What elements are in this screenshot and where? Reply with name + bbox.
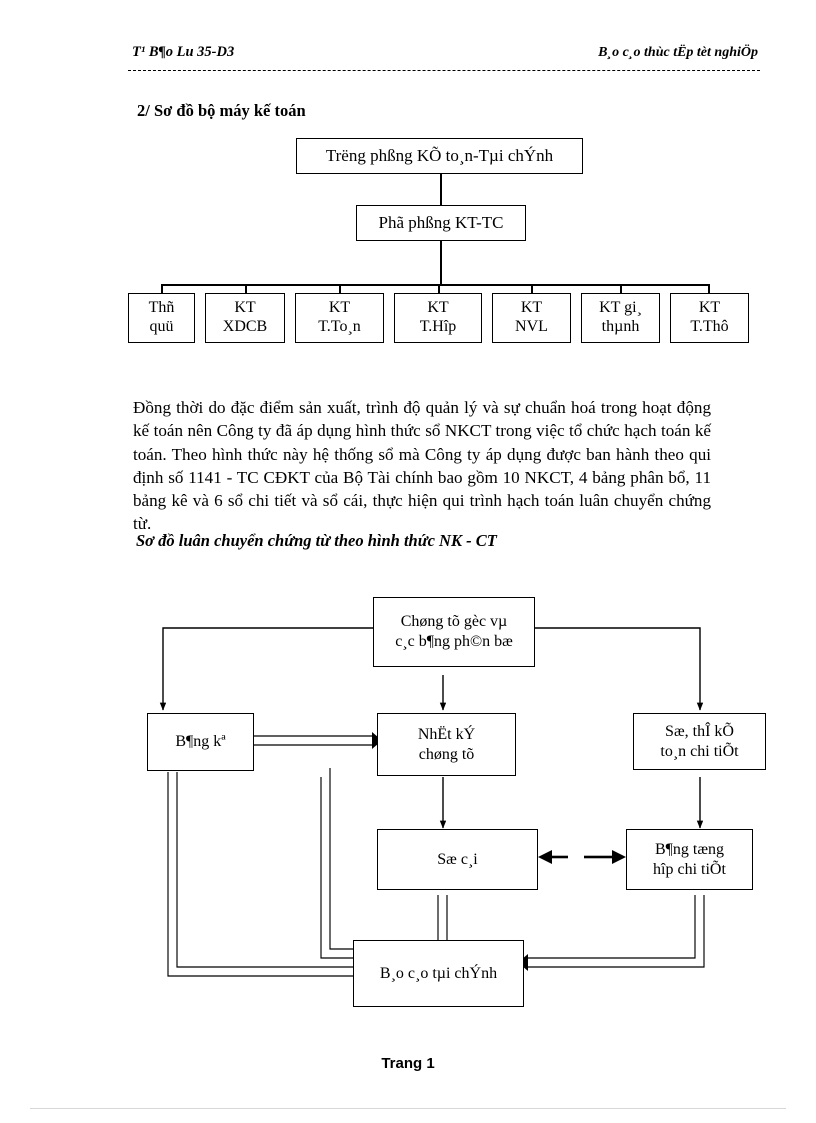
org-drop-3 [339, 284, 341, 293]
org-unit-5-label: KT NVL [515, 299, 548, 337]
org-unit-5-line2: NVL [515, 318, 548, 335]
flow-node-bangtonghop: B¶ng tæng hîp chi tiÕt [626, 829, 753, 890]
org-node-top: Trëng phßng KÕ to¸n-Tµi chÝnh [296, 138, 583, 174]
org-drop-4 [438, 284, 440, 293]
flow-node-source-line1: Chøng tõ gèc vµ [400, 613, 508, 631]
org-bus-horizontal [161, 284, 709, 286]
flow-node-baocao: B¸o c¸o tµi chÝnh [353, 940, 524, 1007]
org-unit-5: KT NVL [492, 293, 571, 343]
org-drop-1 [161, 284, 163, 293]
org-unit-7-label: KT T.Thô [690, 299, 728, 337]
flow-node-nhatky: NhËt kÝ chøng tõ [377, 713, 516, 776]
flow-node-source-line2: c¸c b¶ng ph©n bæ [395, 633, 513, 650]
org-drop-7 [708, 284, 710, 293]
org-drop-5 [531, 284, 533, 293]
org-unit-7-line2: T.Thô [690, 318, 729, 335]
flow-node-bangtonghop-line2: hîp chi tiÕt [653, 860, 726, 878]
org-drop-6 [620, 284, 622, 293]
flow-node-nhatky-label: NhËt kÝ chøng tõ [418, 725, 475, 764]
org-unit-4: KT T.Hîp [394, 293, 482, 343]
org-drop-2 [245, 284, 247, 293]
flow-node-nhatky-line1: NhËt kÝ [417, 725, 476, 743]
flow-node-sothe-line1: Sæ, thÎ kÕ [665, 722, 734, 740]
flow-node-baocao-label: B¸o c¸o tµi chÝnh [379, 964, 498, 982]
org-node-deputy: Phã phßng KT-TC [356, 205, 526, 241]
flow-node-sothe-label: Sæ, thÎ kÕ to¸n chi tiÕt [660, 722, 738, 761]
org-unit-3-line2: T.To¸n [318, 318, 361, 335]
org-unit-1-label: Thñ quü [149, 299, 175, 337]
org-connector-deputy-bus [440, 241, 442, 285]
footer-rule [30, 1108, 786, 1109]
section-heading: 2/ Sơ đồ bộ máy kế toán [137, 101, 306, 120]
page-footer: Trang 1 [381, 1055, 435, 1072]
org-node-top-label: Trëng phßng KÕ to¸n-Tµi chÝnh [325, 145, 554, 165]
org-unit-4-line1: KT [427, 299, 449, 317]
org-unit-4-label: KT T.Hîp [420, 299, 457, 337]
org-unit-3: KT T.To¸n [295, 293, 384, 343]
org-unit-4-line2: T.Hîp [419, 318, 457, 335]
org-unit-6-label: KT gi¸ thµnh [599, 299, 642, 337]
header-left-text: T¹ B¶o Lu 35-D3 [132, 44, 235, 60]
org-unit-7: KT T.Thô [670, 293, 749, 343]
org-connector-top-deputy [440, 174, 442, 205]
org-unit-6: KT gi¸ thµnh [581, 293, 660, 343]
org-unit-1-line2: quü [149, 318, 174, 335]
org-unit-7-line1: KT [698, 299, 721, 317]
flow-node-source: Chøng tõ gèc vµ c¸c b¶ng ph©n bæ [373, 597, 535, 667]
org-unit-3-label: KT T.To¸n [318, 299, 361, 337]
flow-node-bangke-label: B¶ng kª [175, 733, 226, 751]
org-unit-5-line1: KT [520, 299, 543, 317]
org-unit-6-line2: thµnh [601, 318, 640, 335]
header-right-text: B¸o c¸o thùc tËp tèt nghiÖp [598, 45, 758, 60]
flow-node-socai: Sæ c¸i [377, 829, 538, 890]
org-unit-6-line1: KT gi¸ [599, 299, 642, 317]
org-unit-1-line1: Thñ [148, 299, 175, 317]
flow-node-nhatky-line2: chøng tõ [418, 745, 475, 763]
flow-node-socai-label: Sæ c¸i [437, 850, 478, 868]
org-unit-2-label: KT XDCB [223, 299, 267, 337]
org-unit-2-line2: XDCB [222, 318, 268, 335]
flow-node-bangke: B¶ng kª [147, 713, 254, 771]
org-unit-3-line1: KT [328, 299, 351, 317]
flow-node-sothe-line2: to¸n chi tiÕt [660, 742, 739, 760]
flowchart-heading: Sơ đồ luân chuyển chứng từ theo hình thứ… [136, 531, 497, 550]
org-unit-1: Thñ quü [128, 293, 195, 343]
org-node-deputy-label: Phã phßng KT-TC [378, 212, 504, 232]
org-unit-2-line1: KT [234, 299, 256, 317]
page-header: T¹ B¶o Lu 35-D3 B¸o c¸o thùc tËp tèt ngh… [128, 44, 760, 71]
body-paragraph: Đồng thời do đặc điểm sản xuất, trình độ… [133, 398, 711, 534]
accounting-org-chart: Trëng phßng KÕ to¸n-Tµi chÝnh Phã phßng … [0, 0, 816, 380]
flow-node-bangtonghop-label: B¶ng tæng hîp chi tiÕt [653, 840, 726, 879]
org-unit-2: KT XDCB [205, 293, 285, 343]
flow-node-sothe: Sæ, thÎ kÕ to¸n chi tiÕt [633, 713, 766, 770]
flow-node-bangtonghop-line1: B¶ng tæng [654, 840, 725, 858]
flow-node-source-label: Chøng tõ gèc vµ c¸c b¶ng ph©n bæ [395, 612, 513, 651]
